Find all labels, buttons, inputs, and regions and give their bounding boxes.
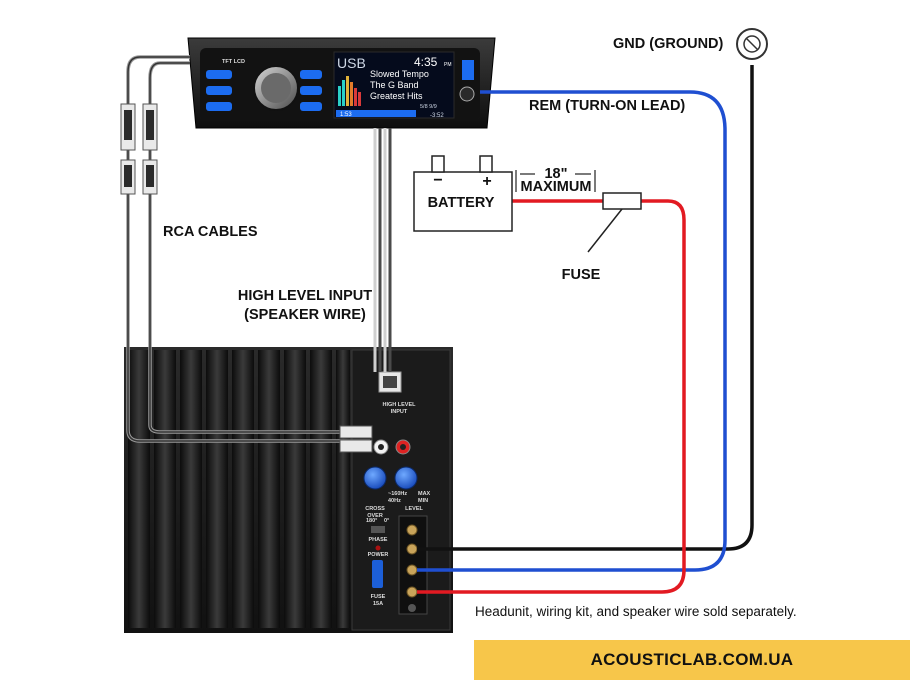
hu-display bbox=[333, 51, 455, 119]
hu-artist: The G Band bbox=[370, 80, 419, 90]
amp-level-label: LEVEL bbox=[405, 506, 423, 512]
distance-label: 18" bbox=[544, 166, 567, 182]
amp-power-label: POWER bbox=[368, 552, 389, 558]
hu-usb-port[interactable] bbox=[462, 60, 474, 80]
hu-button-blue-5[interactable] bbox=[300, 86, 322, 95]
amp-max-label: MAX bbox=[418, 491, 431, 497]
amp-phase-0-label: 0° bbox=[384, 518, 389, 524]
amp-phase-180-label: 180° bbox=[366, 518, 377, 524]
rca-cables bbox=[126, 55, 370, 443]
crossover-knob[interactable] bbox=[363, 466, 387, 490]
hu-button-blue-4[interactable] bbox=[300, 70, 322, 79]
amp-hz-low-label: 40Hz bbox=[388, 498, 401, 504]
hu-counter: 5/8 9/9 bbox=[420, 104, 437, 110]
terminal-ground[interactable] bbox=[406, 543, 418, 555]
hu-time-suffix: PM bbox=[444, 62, 452, 68]
distance-marker: 18" MAXIMUM bbox=[515, 166, 596, 195]
fuse-label: FUSE bbox=[562, 267, 601, 283]
amp-fuse-label: FUSE bbox=[371, 594, 386, 600]
rem-wire bbox=[417, 90, 727, 572]
speaker-wire-label: (SPEAKER WIRE) bbox=[244, 307, 366, 323]
amp-high-level-label-2: INPUT bbox=[391, 409, 408, 415]
amp-hz-label: ~160Hz bbox=[388, 491, 407, 497]
gnd-label: GND (GROUND) bbox=[613, 36, 724, 52]
amp-min-label: MIN bbox=[418, 498, 428, 504]
terminal-12v[interactable] bbox=[406, 586, 418, 598]
head-unit: TFT LCD USB 4:35 PM Slowed Tempo The G B… bbox=[187, 37, 496, 129]
amp-fuse[interactable] bbox=[372, 560, 383, 588]
hu-button-blue-2[interactable] bbox=[206, 86, 232, 95]
heatsink-fins bbox=[128, 350, 350, 628]
power-led bbox=[375, 545, 381, 551]
battery-negative-terminal bbox=[431, 155, 445, 173]
hu-aux-knob[interactable] bbox=[459, 86, 475, 102]
hu-button-blue-3[interactable] bbox=[206, 102, 232, 111]
brand-text: ACOUSTICLAB.COM.UA bbox=[590, 650, 794, 669]
brand-banner[interactable]: ACOUSTICLAB.COM.UA bbox=[474, 640, 910, 680]
hu-button-blue-1[interactable] bbox=[206, 70, 232, 79]
hu-progress-bar bbox=[336, 110, 416, 117]
battery-minus-sign: − bbox=[433, 172, 442, 189]
hu-album: Greatest Hits bbox=[370, 91, 423, 101]
hu-remaining: -3:52 bbox=[430, 113, 444, 119]
power-wire bbox=[417, 199, 686, 594]
battery-positive-terminal bbox=[479, 155, 493, 173]
phase-switch[interactable] bbox=[371, 526, 385, 533]
hu-button-blue-6[interactable] bbox=[300, 102, 322, 111]
maximum-label: MAXIMUM bbox=[521, 179, 592, 195]
terminal-remote[interactable] bbox=[406, 524, 418, 536]
hu-equalizer bbox=[338, 76, 361, 106]
inline-fuse: FUSE bbox=[562, 192, 642, 283]
hu-elapsed: 1:53 bbox=[340, 112, 352, 118]
rca-plugs bbox=[120, 103, 373, 453]
subwoofer-amplifier: HIGH LEVEL INPUT ~160Hz MAX 40Hz MIN CRO… bbox=[124, 347, 453, 633]
hu-source: USB bbox=[337, 55, 366, 71]
rem-label: REM (TURN-ON LEAD) bbox=[529, 98, 685, 114]
ground-wire bbox=[417, 28, 768, 551]
hu-lcd-tag: TFT LCD bbox=[222, 59, 245, 65]
amp-high-level-label: HIGH LEVEL bbox=[382, 402, 416, 408]
amp-phase-label: PHASE bbox=[369, 537, 388, 543]
amp-fuse-rating-label: 15A bbox=[373, 601, 383, 607]
speaker-wire bbox=[373, 128, 392, 372]
hu-track: Slowed Tempo bbox=[370, 69, 429, 79]
high-level-label: HIGH LEVEL INPUT bbox=[238, 288, 372, 304]
level-knob[interactable] bbox=[394, 466, 418, 490]
battery-plus-sign: + bbox=[482, 173, 491, 190]
battery: − + BATTERY bbox=[413, 155, 513, 232]
amp-crossover-label-2: OVER bbox=[367, 513, 383, 519]
battery-label: BATTERY bbox=[428, 195, 495, 211]
sold-separately-note: Headunit, wiring kit, and speaker wire s… bbox=[475, 604, 797, 619]
amp-crossover-label: CROSS bbox=[365, 506, 385, 512]
hu-time: 4:35 bbox=[414, 55, 438, 69]
terminal-rem[interactable] bbox=[406, 564, 418, 576]
rca-label: RCA CABLES bbox=[163, 224, 258, 240]
